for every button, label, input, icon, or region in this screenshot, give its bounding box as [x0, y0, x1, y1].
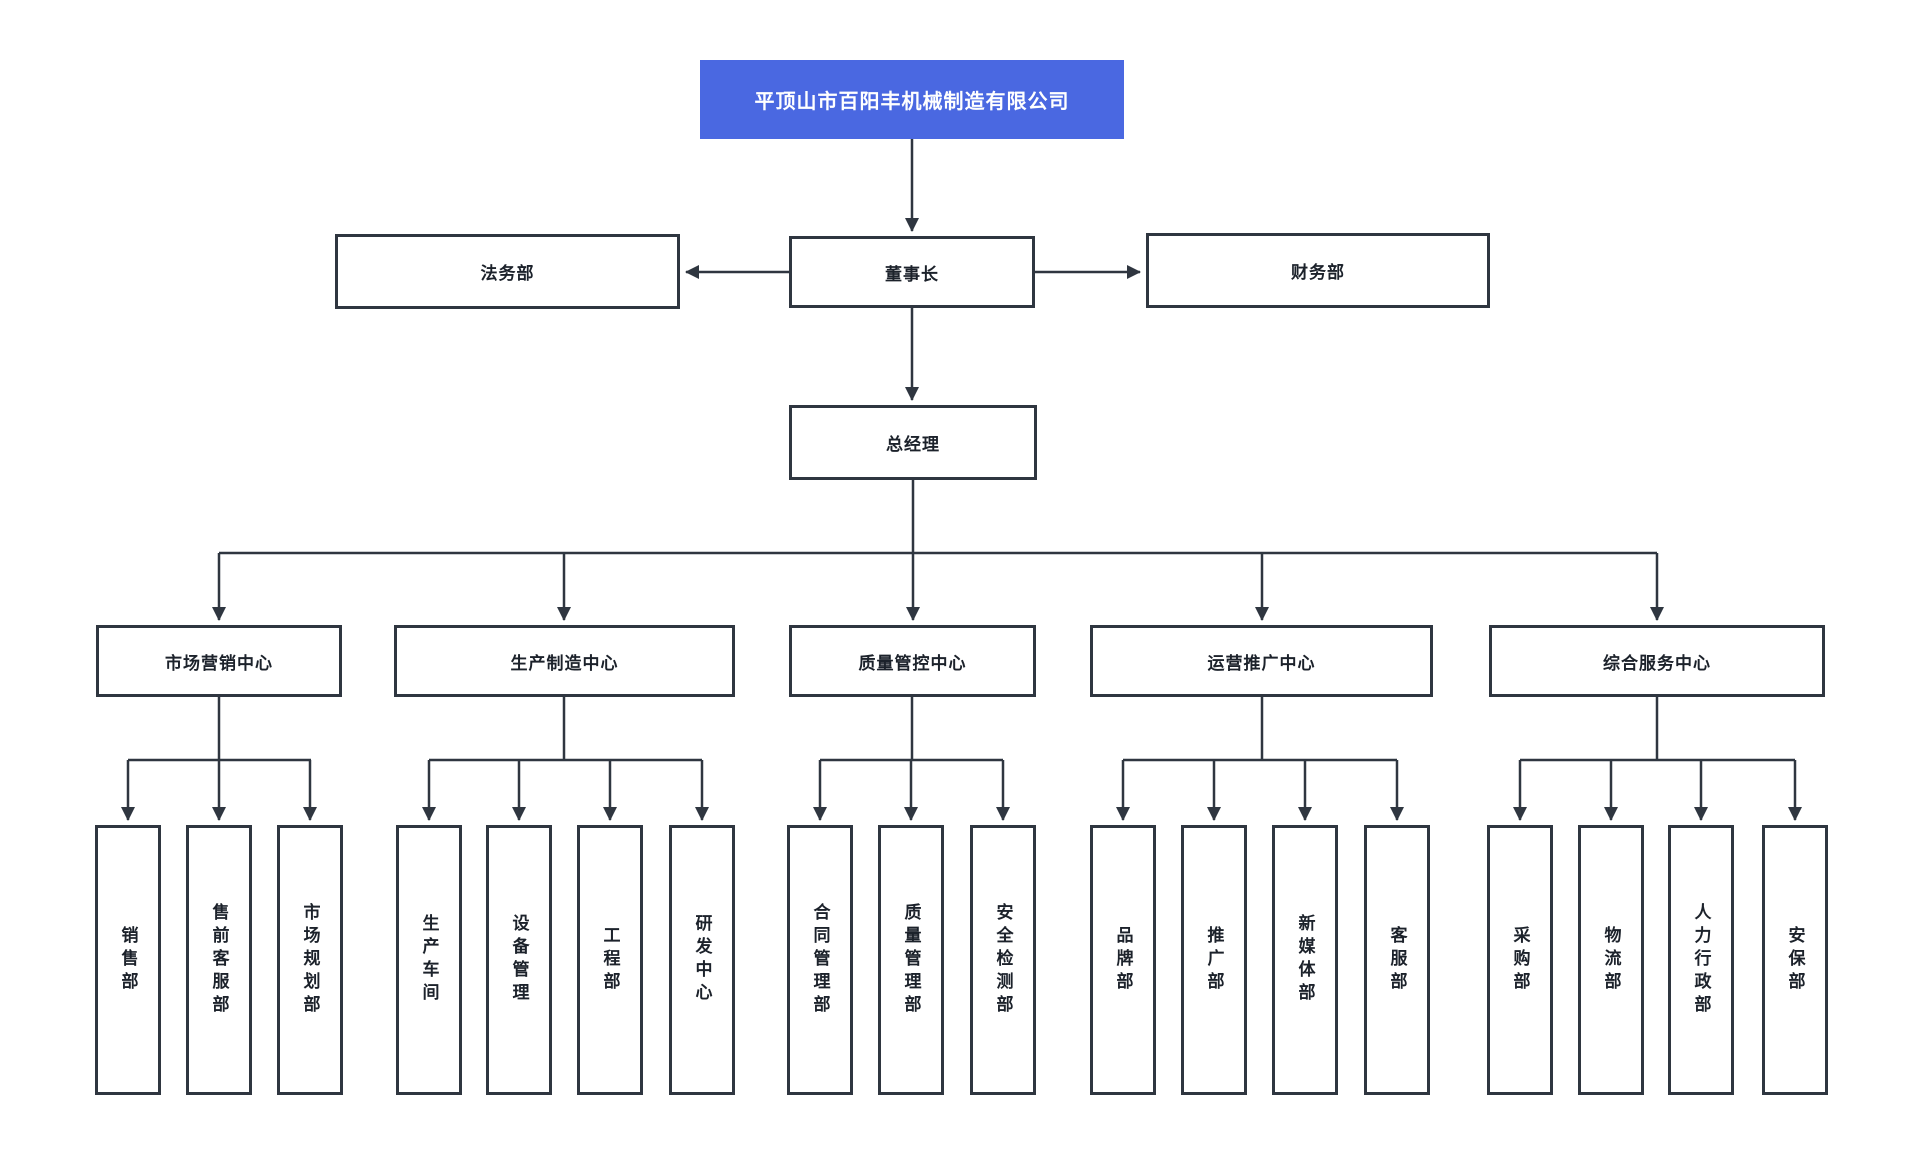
dept-node: 新媒体部	[1272, 825, 1338, 1095]
finance-dept-node: 财务部	[1146, 233, 1490, 308]
dept-label: 质量管理部	[901, 902, 921, 1018]
dept-label: 生产车间	[419, 914, 439, 1006]
dept-node: 采购部	[1487, 825, 1553, 1095]
dept-node: 安全检测部	[970, 825, 1036, 1095]
center-node-operations: 运营推广中心	[1090, 625, 1433, 697]
legal-dept-node: 法务部	[335, 234, 680, 309]
legal-dept-label: 法务部	[480, 264, 535, 283]
dept-label: 安全检测部	[993, 902, 1013, 1018]
general-manager-label: 总经理	[886, 435, 940, 454]
dept-label: 推广部	[1204, 925, 1224, 995]
dept-node: 物流部	[1578, 825, 1644, 1095]
dept-label: 工程部	[600, 925, 620, 995]
dept-node: 研发中心	[669, 825, 735, 1095]
chairman-node: 董事长	[789, 236, 1035, 308]
dept-label: 销售部	[118, 925, 138, 995]
dept-label: 设备管理	[509, 914, 529, 1006]
dept-node: 推广部	[1181, 825, 1247, 1095]
dept-label: 合同管理部	[810, 902, 830, 1018]
dept-node: 生产车间	[396, 825, 462, 1095]
chairman-label: 董事长	[885, 264, 939, 284]
dept-node: 质量管理部	[878, 825, 944, 1095]
finance-dept-label: 财务部	[1291, 263, 1345, 282]
dept-node: 销售部	[95, 825, 161, 1095]
dept-label: 研发中心	[692, 914, 712, 1006]
center-node-marketing: 市场营销中心	[96, 625, 342, 697]
dept-node: 工程部	[577, 825, 643, 1095]
dept-label: 客服部	[1387, 925, 1407, 995]
center-label: 市场营销中心	[165, 653, 273, 673]
center-node-services: 综合服务中心	[1489, 625, 1825, 697]
company-title: 平顶山市百阳丰机械制造有限公司	[754, 91, 1070, 113]
dept-label: 物流部	[1601, 925, 1621, 995]
dept-node: 市场规划部	[277, 825, 343, 1095]
center-label: 运营推广中心	[1207, 653, 1316, 673]
dept-node: 合同管理部	[787, 825, 853, 1095]
dept-node: 设备管理	[486, 825, 552, 1095]
dept-label: 采购部	[1510, 925, 1530, 995]
dept-node: 品牌部	[1090, 825, 1156, 1095]
dept-node: 安保部	[1762, 825, 1828, 1095]
center-node-quality: 质量管控中心	[789, 625, 1036, 697]
dept-node: 客服部	[1364, 825, 1430, 1095]
dept-label: 新媒体部	[1295, 914, 1315, 1006]
dept-node: 人力行政部	[1668, 825, 1734, 1095]
dept-label: 市场规划部	[300, 902, 320, 1018]
dept-label: 安保部	[1785, 925, 1805, 995]
center-label: 生产制造中心	[510, 653, 619, 673]
dept-node: 售前客服部	[186, 825, 252, 1095]
dept-label: 售前客服部	[209, 902, 229, 1018]
center-label: 质量管控中心	[858, 653, 967, 673]
dept-label: 人力行政部	[1691, 902, 1711, 1018]
center-label: 综合服务中心	[1603, 653, 1711, 673]
company-root-node: 平顶山市百阳丰机械制造有限公司	[700, 60, 1124, 139]
dept-label: 品牌部	[1113, 925, 1133, 995]
general-manager-node: 总经理	[789, 405, 1037, 480]
center-node-production: 生产制造中心	[394, 625, 735, 697]
